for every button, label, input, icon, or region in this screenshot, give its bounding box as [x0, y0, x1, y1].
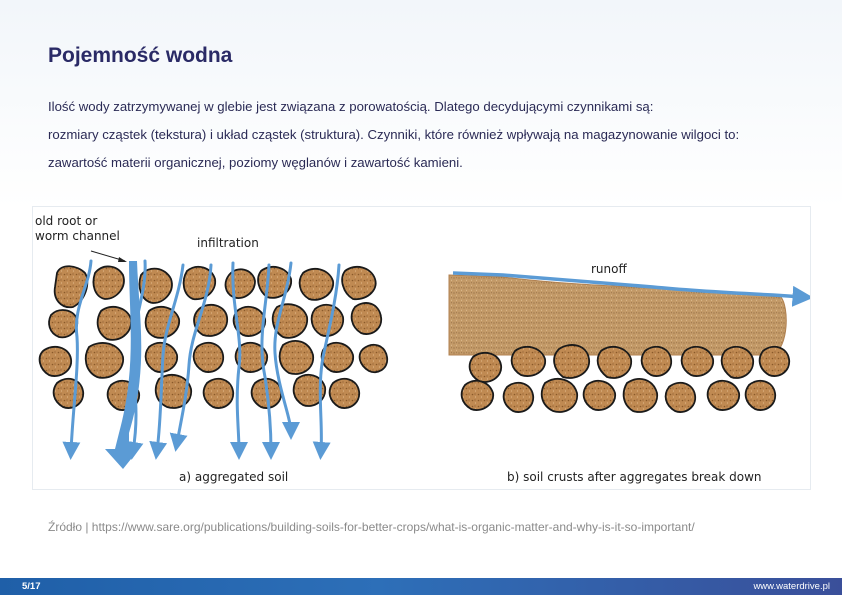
page-number: 5/17 [22, 581, 41, 592]
intro-paragraph: Ilość wody zatrzymywanej w glebie jest z… [48, 93, 808, 177]
caption-soil-crusts: b) soil crusts after aggregates break do… [507, 470, 761, 484]
root-label-pointer-head [118, 257, 127, 262]
soil-infiltration-figure: old root or worm channel infiltration a)… [32, 206, 811, 490]
runoff-flow [452, 271, 810, 307]
soil-diagram: old root or worm channel infiltration a)… [35, 214, 810, 484]
root-channel-flow [105, 261, 142, 469]
label-infiltration: infiltration [197, 236, 259, 250]
label-root-line2: worm channel [35, 229, 120, 243]
intro-line-3: zawartość materii organicznej, poziomy w… [48, 155, 463, 170]
label-runoff: runoff [591, 262, 627, 276]
caption-aggregated-soil: a) aggregated soil [179, 470, 288, 484]
intro-line-2: rozmiary cząstek (tekstura) i układ cząs… [48, 127, 740, 142]
intro-line-1: Ilość wody zatrzymywanej w glebie jest z… [48, 99, 654, 114]
source-citation: Źródło | https://www.sare.org/publicatio… [48, 520, 695, 534]
aggregates-right [460, 344, 791, 413]
footer-website-link[interactable]: www.waterdrive.pl [753, 581, 830, 592]
footer-bar: 5/17 www.waterdrive.pl [0, 578, 842, 595]
page-title: Pojemność wodna [48, 44, 233, 67]
soil-crust-layer [448, 274, 787, 356]
label-root-line1: old root or [35, 214, 97, 228]
